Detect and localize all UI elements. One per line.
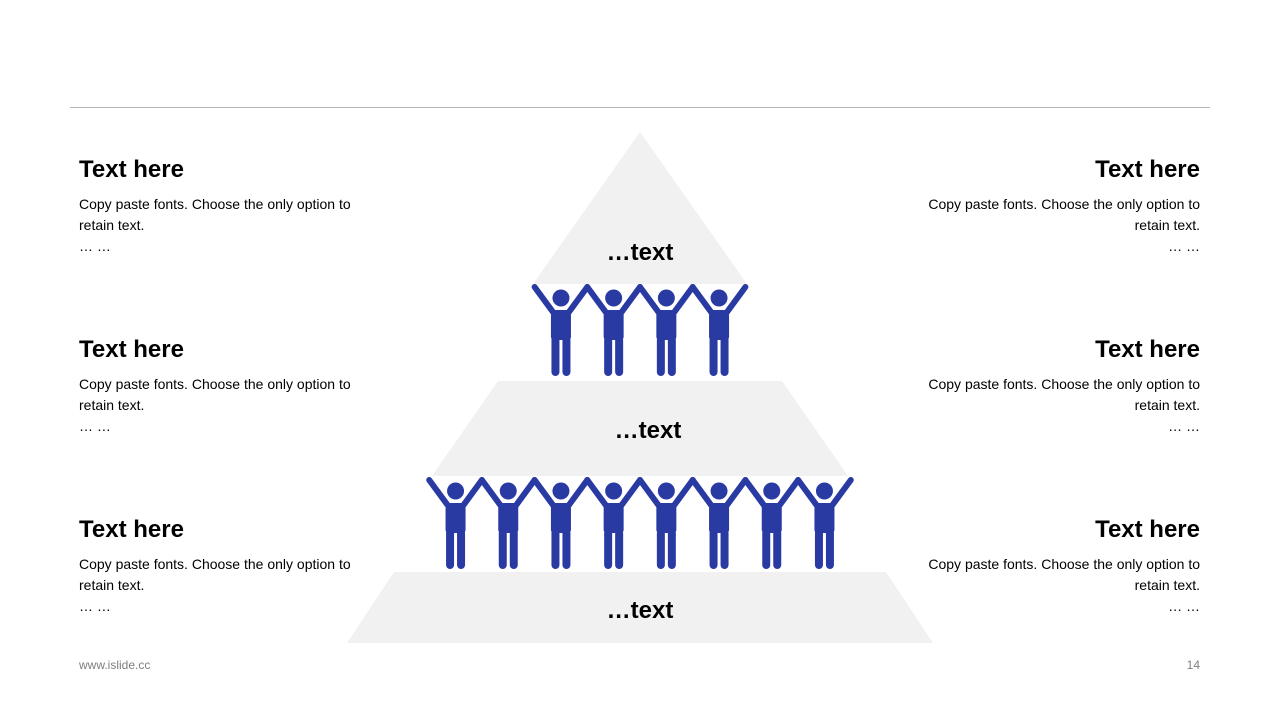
block-ellipsis: … … — [1168, 598, 1200, 614]
person-figure-icon — [689, 477, 749, 569]
tier-label-bottom: …text — [607, 597, 674, 624]
block-title: Text here — [1095, 516, 1200, 543]
block-body: Copy paste fonts. Choose the only option… — [928, 556, 1200, 593]
block-body: Copy paste fonts. Choose the only option… — [928, 196, 1200, 233]
block-title: Text here — [79, 156, 184, 183]
person-figure-icon — [637, 477, 696, 569]
right-text-block-3: Text here Copy paste fonts. Choose the o… — [900, 516, 1200, 616]
block-body: Copy paste fonts. Choose the only option… — [79, 196, 351, 233]
block-title: Text here — [1095, 336, 1200, 363]
person-figure-icon — [478, 477, 538, 569]
block-ellipsis: … … — [79, 598, 111, 614]
pyramid-tier-top — [533, 132, 747, 284]
block-title: Text here — [79, 516, 184, 543]
left-text-block-2: Text here Copy paste fonts. Choose the o… — [79, 336, 379, 436]
left-text-block-1: Text here Copy paste fonts. Choose the o… — [79, 156, 379, 256]
footer-url: www.islide.cc — [79, 658, 151, 672]
block-ellipsis: … … — [1168, 238, 1200, 254]
person-figure-icon — [637, 284, 696, 376]
tier-label-middle: …text — [615, 417, 682, 444]
person-figure-icon — [426, 477, 485, 569]
person-figure-icon — [742, 477, 802, 569]
left-text-block-3: Text here Copy paste fonts. Choose the o… — [79, 516, 379, 616]
block-title: Text here — [79, 336, 184, 363]
person-figure-icon — [531, 477, 591, 569]
block-title: Text here — [1095, 156, 1200, 183]
person-figure-icon — [531, 284, 591, 376]
block-body: Copy paste fonts. Choose the only option… — [928, 376, 1200, 413]
block-body: Copy paste fonts. Choose the only option… — [79, 376, 351, 413]
pyramid-tier-bottom — [347, 572, 933, 643]
person-figure-icon — [584, 477, 643, 569]
pyramid-tier-middle — [432, 381, 848, 476]
people-row-bottom — [426, 477, 854, 569]
person-figure-icon — [584, 284, 643, 376]
right-text-block-2: Text here Copy paste fonts. Choose the o… — [900, 336, 1200, 436]
page-number: 14 — [1186, 658, 1200, 672]
person-figure-icon — [689, 284, 749, 376]
tier-label-top: …text — [607, 239, 674, 266]
person-figure-icon — [795, 477, 854, 569]
block-ellipsis: … … — [79, 418, 111, 434]
right-text-block-1: Text here Copy paste fonts. Choose the o… — [900, 156, 1200, 256]
block-ellipsis: … … — [1168, 418, 1200, 434]
block-ellipsis: … … — [79, 238, 111, 254]
block-body: Copy paste fonts. Choose the only option… — [79, 556, 351, 593]
top-divider — [70, 107, 1210, 108]
people-row-top — [531, 284, 749, 376]
